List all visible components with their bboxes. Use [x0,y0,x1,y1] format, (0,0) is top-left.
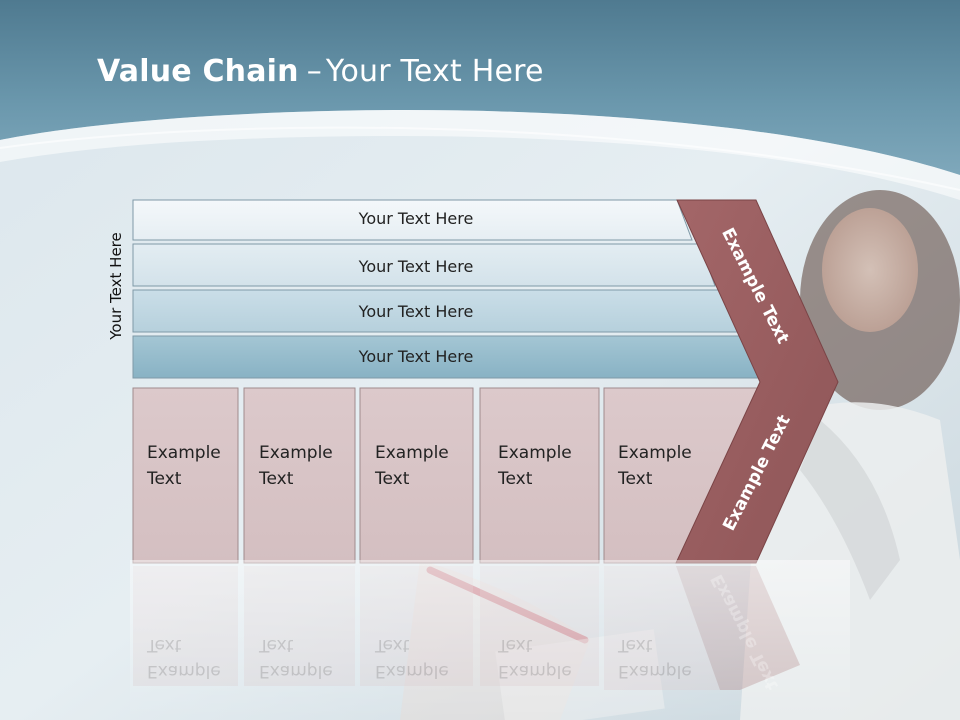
cell-5-line-2: Text [618,469,653,489]
row-shape-2 [132,243,716,287]
cell-shape-3 [359,387,474,564]
cell-2-line-1: Example [259,443,333,463]
title-rest: Your Text Here [325,54,544,89]
cell-shape-4 [479,387,600,564]
cell-1-line-1: Example [147,443,221,463]
row-label-3: Your Text Here [358,302,474,321]
row-label-4: Your Text Here [358,347,474,366]
title-bold: Value Chain [97,54,299,89]
cell-3-line-2: Text [375,469,410,489]
row-shape-1 [132,199,693,241]
cell-4-line-1: Example [498,443,572,463]
cell-4-line-2: Text [498,469,533,489]
cell-5-line-1: Example [618,443,692,463]
side-label: Your Text Here [107,232,125,340]
title-separator: – [306,54,322,89]
page-title: Value Chain–Your Text Here [97,54,544,89]
cell-shape-2 [243,387,356,564]
cell-1-line-2: Text [147,469,182,489]
cell-3-line-1: Example [375,443,449,463]
cell-2-line-2: Text [259,469,294,489]
row-label-1: Your Text Here [358,209,474,228]
row-label-2: Your Text Here [358,257,474,276]
